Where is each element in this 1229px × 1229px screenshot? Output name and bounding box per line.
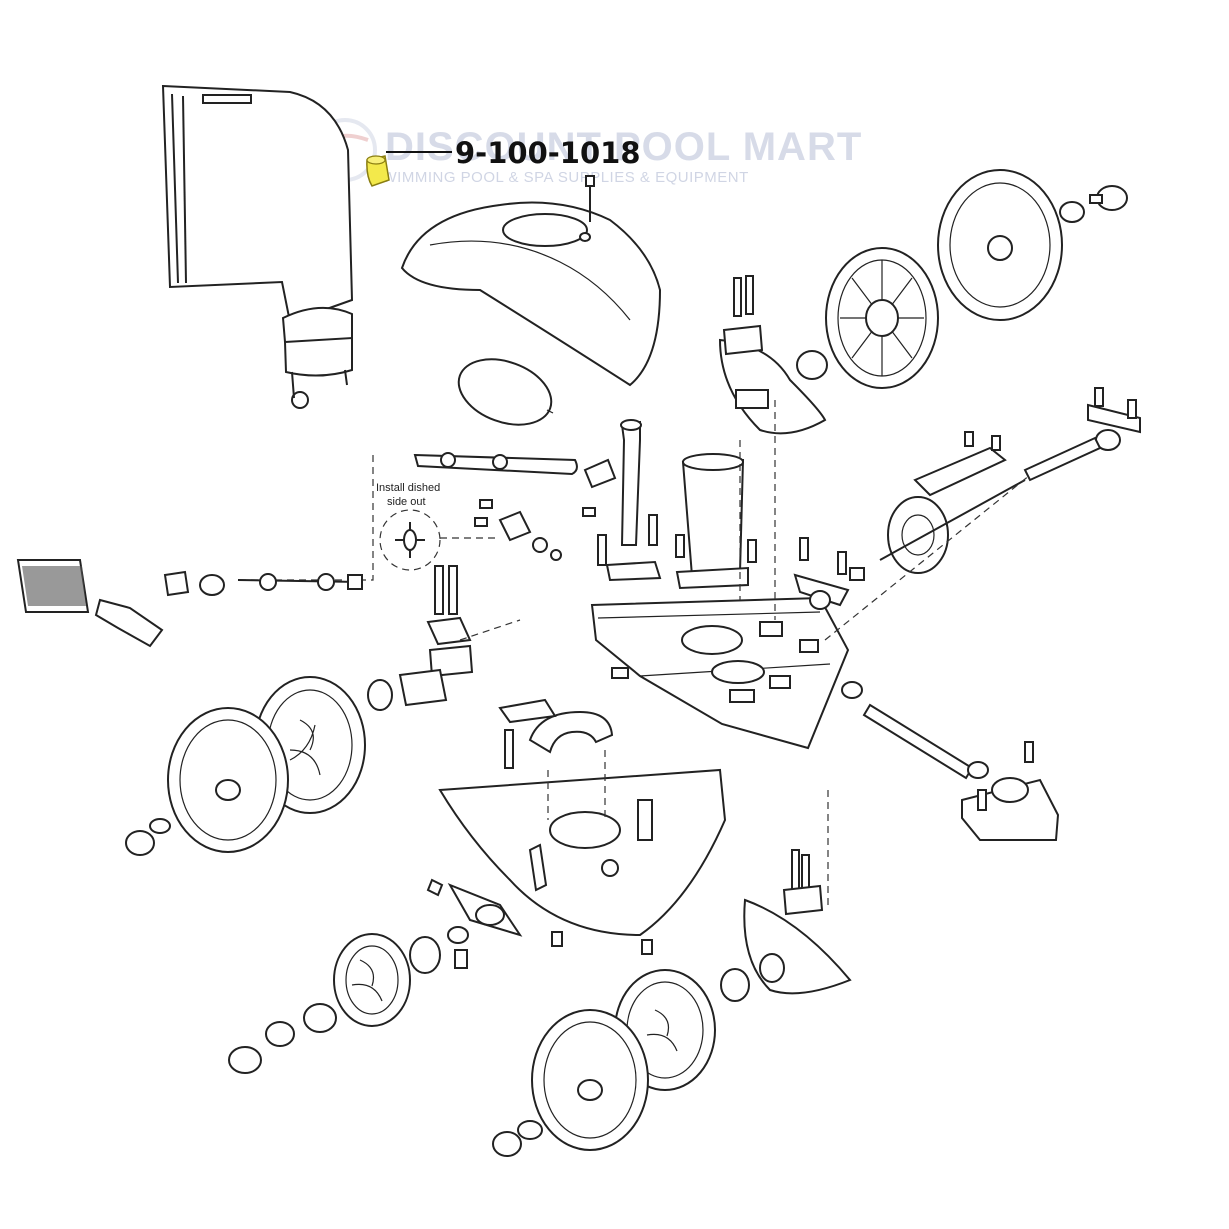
left-axle-bracket: [367, 565, 521, 711]
hose-assembly: [413, 452, 617, 489]
mast-injector: [605, 419, 662, 582]
small-fasteners: [474, 499, 757, 566]
front-left-wheel-set: [228, 878, 523, 1074]
highlighted-part-icon: [366, 155, 390, 187]
watermark-brand: DISCOUNT POOL MART: [385, 125, 862, 169]
part-number-callout: 9-100-1018: [455, 136, 641, 170]
install-note-line2: side out: [387, 496, 426, 508]
right-drive-assembly: [793, 387, 1141, 641]
lower-right-axle: [841, 681, 1060, 841]
suction-elbow: [498, 698, 614, 820]
watermark: DISCOUNT POOL MART SWIMMING POOL & SPA S…: [313, 118, 862, 186]
left-rear-wheel-pair: [125, 676, 366, 856]
hose-swivel: [16, 559, 363, 648]
watermark-tagline: SWIMMING POOL & SPA SUPPLIES & EQUIPMENT: [372, 169, 749, 186]
top-cover: [400, 175, 662, 387]
install-note: Install dished side out: [240, 455, 500, 581]
install-note-line1: Install dished: [376, 482, 440, 494]
front-right-wheel-set: [492, 790, 852, 1157]
bottom-plate: [438, 768, 727, 955]
float: [457, 358, 554, 426]
chassis: [590, 596, 850, 750]
right-rear-wheel-pair: [718, 169, 1128, 620]
debris-bag: [161, 84, 354, 409]
turbine-housing: [675, 453, 749, 590]
